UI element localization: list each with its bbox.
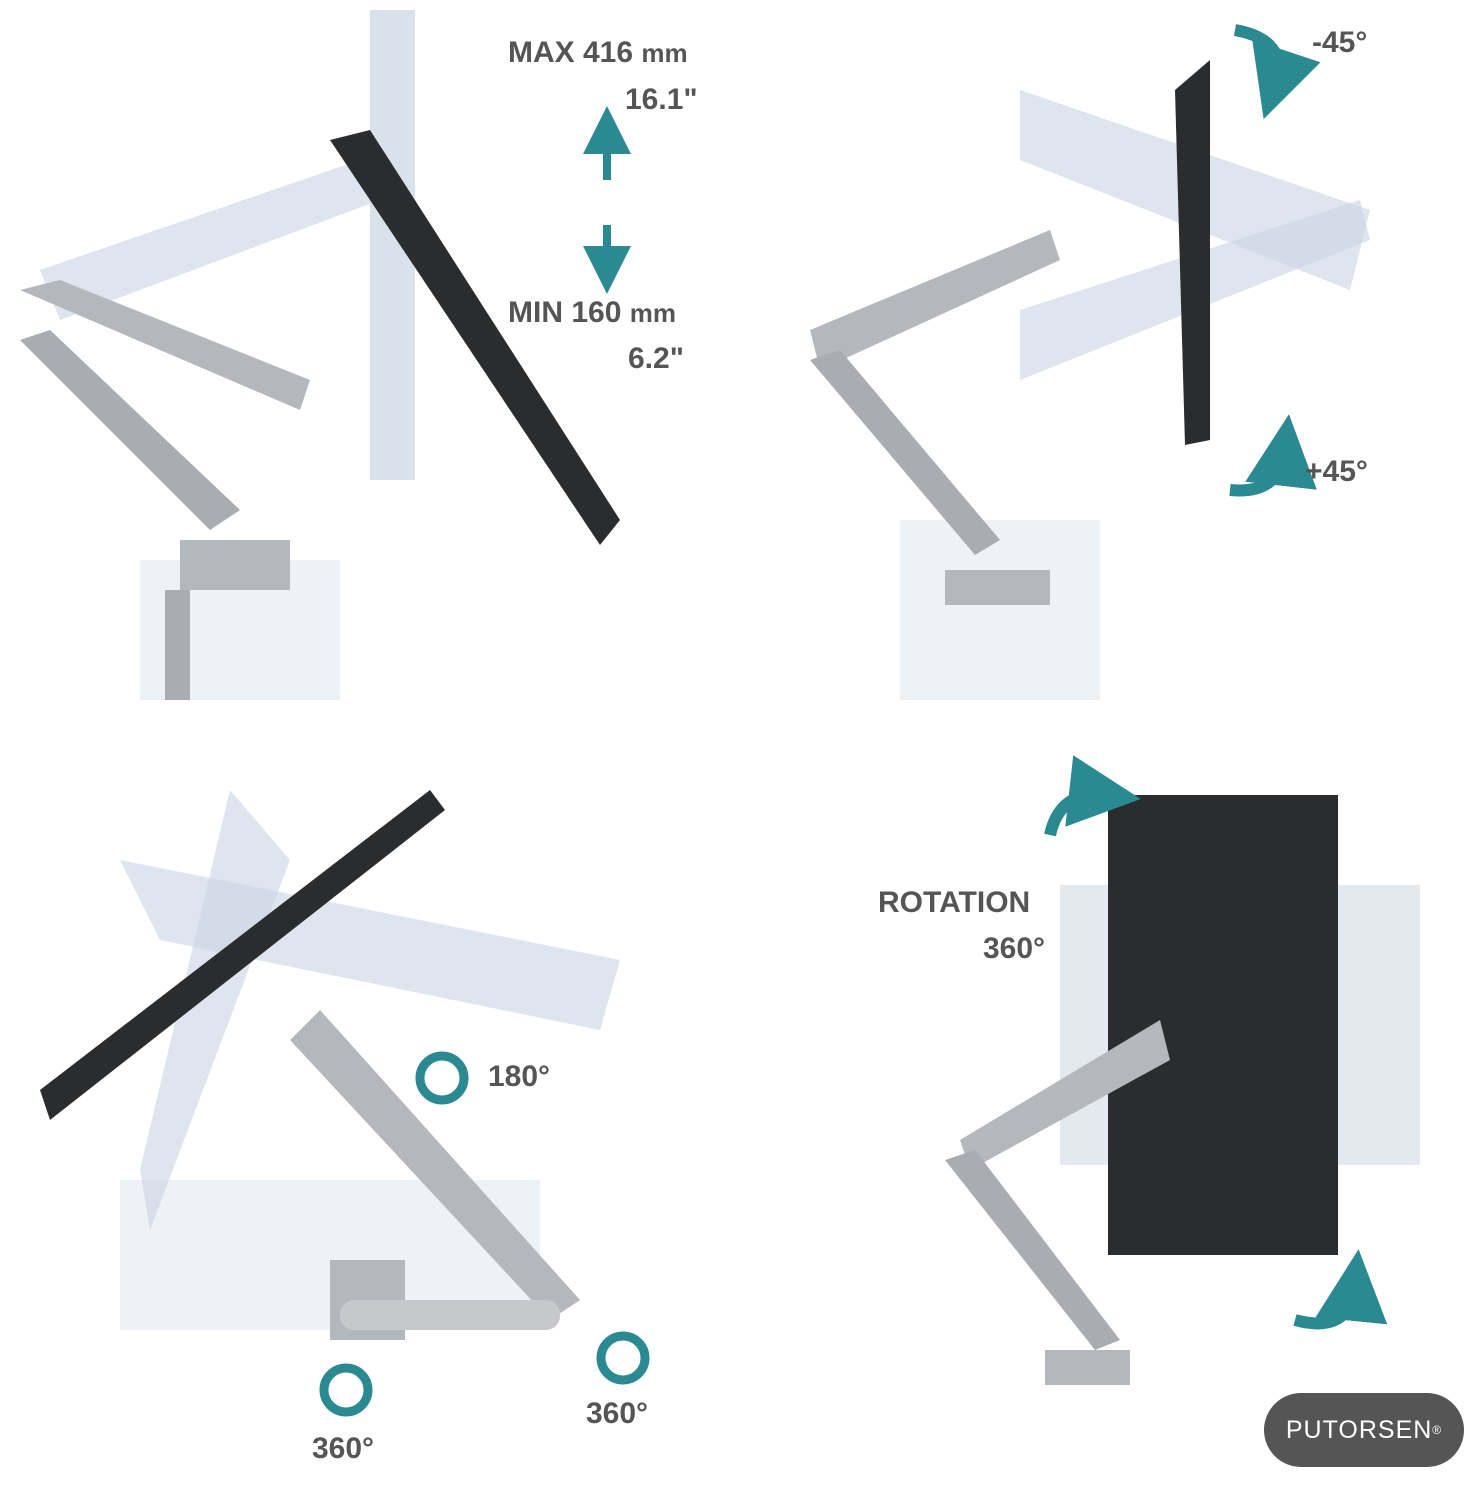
min-height-label: MIN 160 mm	[508, 296, 676, 329]
head-swivel-label: 180°	[488, 1060, 551, 1093]
rotation-panel	[945, 755, 1420, 1385]
upper-arm	[810, 230, 1060, 370]
monitor	[40, 790, 445, 1120]
max-height-label: MAX 416 mm	[508, 36, 688, 69]
desk-clamp	[180, 540, 290, 590]
ghost-arm	[40, 160, 380, 320]
monitor	[1175, 60, 1210, 445]
rotation-degrees: 360°	[983, 932, 1046, 965]
rotate-icon	[415, 1051, 469, 1105]
swivel-panel	[40, 790, 650, 1417]
rotation-title: ROTATION	[878, 886, 1031, 919]
lower-arm	[810, 350, 1000, 555]
height-adjust-panel	[20, 10, 631, 700]
min-height-inch: 6.2"	[628, 342, 684, 375]
tilt-down-label: +45°	[1305, 455, 1368, 488]
tilt-up-label: -45°	[1312, 26, 1368, 59]
rotate-arrow-icon	[1293, 1249, 1388, 1330]
rotate-icon	[596, 1331, 650, 1385]
rotate-icon	[319, 1363, 373, 1417]
monitor	[330, 130, 620, 545]
upper-arm	[960, 1020, 1170, 1170]
elbow-swivel-label: 360°	[586, 1397, 649, 1430]
max-height-inch: 16.1"	[625, 83, 698, 116]
rotate-arrow-icon	[1233, 24, 1321, 120]
rotate-arrow-icon	[1044, 755, 1141, 837]
base-swivel-label: 360°	[312, 1432, 375, 1465]
upper-arm	[20, 280, 310, 410]
arm	[290, 1010, 580, 1320]
tilt-panel	[810, 24, 1370, 700]
monitor	[1108, 795, 1338, 1255]
lower-arm	[945, 1150, 1120, 1350]
rotate-arrow-icon	[1229, 414, 1317, 497]
brand-logo: PUTORSEN®	[1264, 1393, 1464, 1467]
lower-arm	[20, 330, 240, 530]
